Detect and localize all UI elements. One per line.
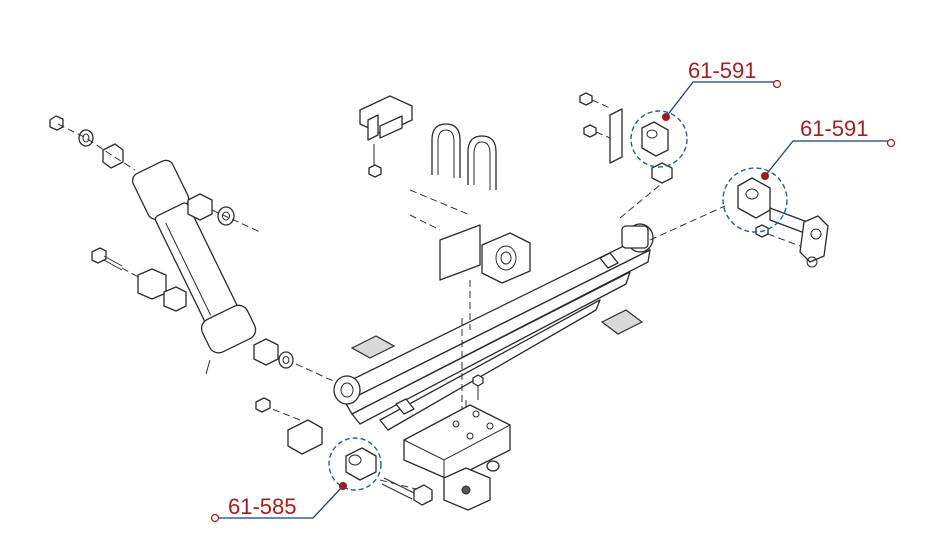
leader-line-lower — [218, 485, 344, 519]
leader-end-upper — [772, 79, 782, 89]
leader-dot-right — [761, 172, 769, 180]
callout-label-lower: 61-585 — [228, 494, 297, 519]
callout-circle-right — [722, 167, 788, 233]
rear-bushing-right — [737, 177, 829, 268]
top-bracket — [359, 95, 413, 178]
rear-bushing-upper — [579, 92, 673, 184]
callout-61-591-upper: 61-591 — [630, 58, 782, 168]
callout-label-right: 61-591 — [800, 116, 869, 141]
shock-absorber-assembly — [49, 115, 341, 385]
front-bushing — [287, 419, 377, 481]
bump-stop — [443, 460, 500, 511]
leader-end-lower — [210, 513, 220, 523]
callout-61-585: 61-585 — [210, 437, 382, 523]
axle-mount — [439, 224, 531, 284]
leader-dot-upper — [662, 113, 670, 121]
leader-end-right — [886, 138, 896, 148]
stray-mark — [205, 359, 211, 375]
callout-label-upper: 61-591 — [688, 58, 757, 83]
leaf-spring — [333, 223, 654, 431]
leader-line-right — [764, 140, 888, 177]
front-bolt — [255, 397, 433, 506]
callout-61-591-right: 61-591 — [722, 116, 896, 233]
spring-plate — [403, 374, 511, 482]
leader-line-upper — [665, 81, 774, 118]
spring-pad-rear — [600, 309, 644, 335]
spring-pad-front — [350, 335, 396, 359]
callout-circle-upper — [630, 110, 688, 168]
leader-dot-lower — [339, 482, 347, 490]
u-bolts — [431, 123, 497, 190]
callout-circle-lower — [328, 437, 382, 491]
